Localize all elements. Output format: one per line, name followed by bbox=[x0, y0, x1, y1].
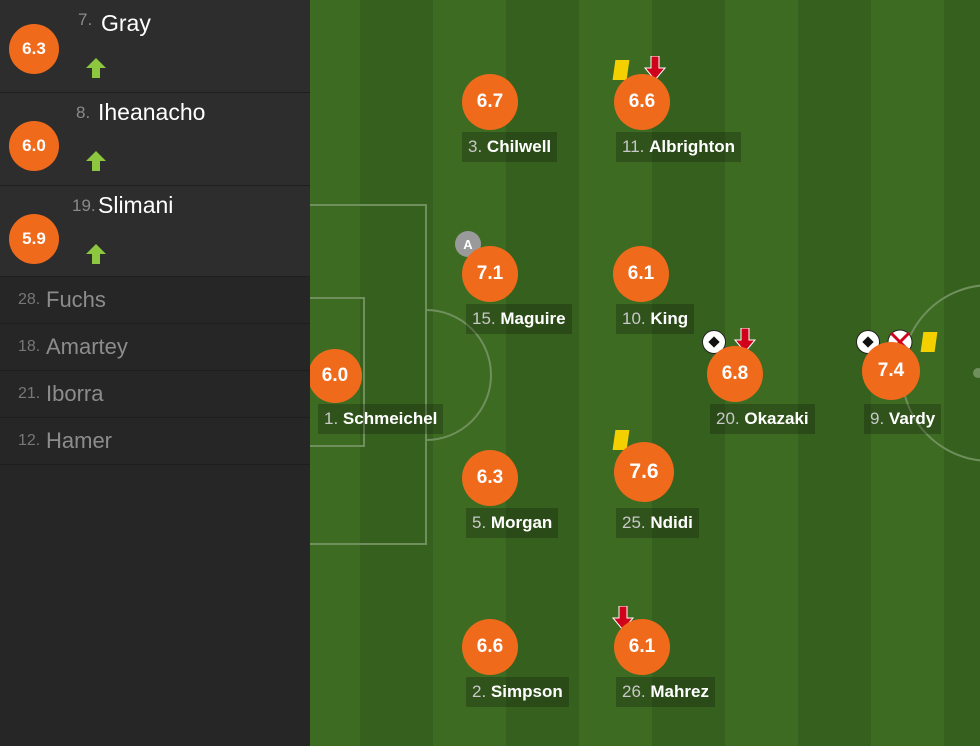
rating-badge: 7.6 bbox=[614, 442, 674, 502]
shirt-number: 10. bbox=[622, 309, 646, 328]
shirt-number: 25. bbox=[622, 513, 646, 532]
rating-badge: 6.0 bbox=[9, 121, 59, 171]
player-name: Albrighton bbox=[649, 137, 736, 156]
rating-badge: 6.0 bbox=[310, 349, 362, 403]
player-label[interactable]: 25. Ndidi bbox=[616, 508, 699, 538]
shirt-number: 15. bbox=[472, 309, 496, 328]
player-name: Ndidi bbox=[650, 513, 693, 532]
player-name: Vardy bbox=[888, 409, 936, 428]
player-label[interactable]: 26. Mahrez bbox=[616, 677, 715, 707]
player-label[interactable]: 20. Okazaki bbox=[710, 404, 815, 434]
rating-badge: 6.6 bbox=[614, 74, 670, 130]
rating-badge: 7.1 bbox=[462, 246, 518, 302]
shirt-number: 3. bbox=[468, 137, 483, 156]
player-label[interactable]: 5. Morgan bbox=[466, 508, 559, 538]
player-label[interactable]: 1. Schmeichel bbox=[318, 404, 444, 434]
substitutes-panel: 6.3 7. Gray 6.0 8. Iheanacho 5.9 19. Sli… bbox=[0, 0, 310, 746]
rating-badge: 6.3 bbox=[462, 450, 518, 506]
shirt-number: 26. bbox=[622, 682, 646, 701]
shirt-number: 1. bbox=[324, 409, 339, 428]
player-label[interactable]: 9. Vardy bbox=[864, 404, 942, 434]
shirt-number: 21. bbox=[18, 385, 41, 402]
player-label[interactable]: 11. Albrighton bbox=[616, 132, 742, 162]
player-name: Amartey bbox=[46, 334, 128, 359]
shirt-number: 18. bbox=[18, 338, 41, 355]
pitch: 6.0 1. Schmeichel 6.7 3. Chilwell 6.6 11… bbox=[310, 0, 980, 746]
player-name: Chilwell bbox=[486, 137, 552, 156]
rating-badge: 6.7 bbox=[462, 74, 518, 130]
player-name: Iborra bbox=[46, 381, 104, 406]
shirt-number: 2. bbox=[472, 682, 487, 701]
player-name: Gray bbox=[101, 10, 151, 36]
player-label[interactable]: 15. Maguire bbox=[466, 304, 572, 334]
shirt-number: 7. bbox=[78, 10, 93, 29]
rating-badge: 5.9 bbox=[9, 214, 59, 264]
player-name: Mahrez bbox=[650, 682, 709, 701]
player-name: Schmeichel bbox=[342, 409, 438, 428]
player-label[interactable]: 2. Simpson bbox=[466, 677, 569, 707]
player-label[interactable]: 3. Chilwell bbox=[462, 132, 558, 162]
rating-badge: 6.8 bbox=[707, 346, 763, 402]
rating-badge: 6.3 bbox=[9, 24, 59, 74]
player-name: Morgan bbox=[490, 513, 553, 532]
shirt-number: 28. bbox=[18, 291, 41, 308]
yellow-card-icon bbox=[920, 332, 938, 352]
rating-badge: 7.4 bbox=[862, 342, 920, 400]
sub-row[interactable]: 6.3 7. Gray bbox=[0, 0, 310, 93]
bench-row[interactable]: 18. Amartey bbox=[0, 324, 310, 371]
shirt-number: 19. bbox=[72, 196, 96, 215]
player-name: Iheanacho bbox=[98, 99, 206, 125]
sub-out-arrow-icon bbox=[644, 56, 666, 81]
sub-in-arrow-icon bbox=[86, 58, 106, 78]
shirt-number: 8. bbox=[76, 103, 91, 122]
sub-row[interactable]: 6.0 8. Iheanacho bbox=[0, 93, 310, 186]
player-name: Fuchs bbox=[46, 287, 106, 312]
rating-badge: 6.1 bbox=[614, 619, 670, 675]
player-name: Simpson bbox=[490, 682, 563, 701]
sub-row[interactable]: 5.9 19. Slimani bbox=[0, 186, 310, 277]
player-name: Hamer bbox=[46, 428, 113, 453]
shirt-number: 9. bbox=[870, 409, 885, 428]
rating-badge: 6.1 bbox=[613, 246, 669, 302]
shirt-number: 11. bbox=[622, 137, 645, 156]
rating-badge: 6.6 bbox=[462, 619, 518, 675]
sub-in-arrow-icon bbox=[86, 151, 106, 171]
player-label[interactable]: 10. King bbox=[616, 304, 695, 334]
bench-row[interactable]: 21. Iborra bbox=[0, 371, 310, 418]
bench-row[interactable]: 12. Hamer bbox=[0, 418, 310, 465]
player-name: Maguire bbox=[500, 309, 566, 328]
player-name: Slimani bbox=[98, 192, 174, 218]
player-name: Okazaki bbox=[744, 409, 809, 428]
player-name: King bbox=[650, 309, 689, 328]
bench-row[interactable]: 28. Fuchs bbox=[0, 277, 310, 324]
shirt-number: 20. bbox=[716, 409, 740, 428]
sub-in-arrow-icon bbox=[86, 244, 106, 264]
shirt-number: 12. bbox=[18, 432, 41, 449]
shirt-number: 5. bbox=[472, 513, 487, 532]
